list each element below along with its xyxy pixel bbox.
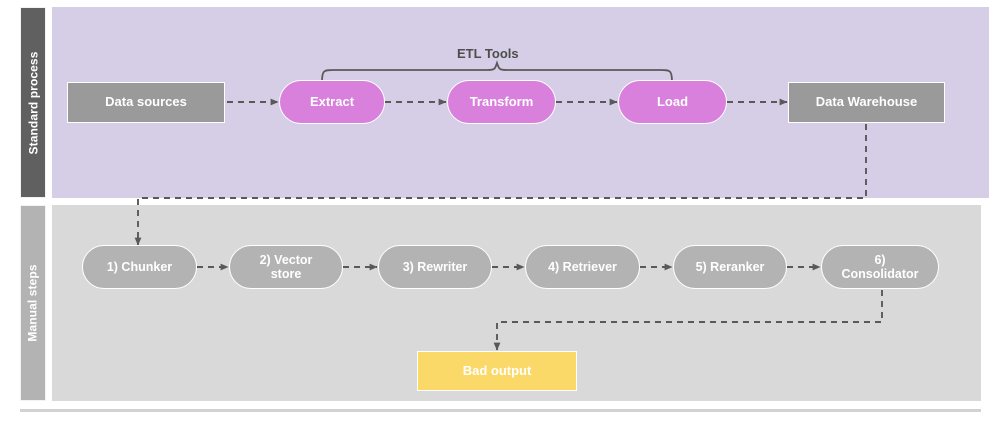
node-data-warehouse[interactable]: Data Warehouse — [788, 82, 945, 123]
node-data-sources-label: Data sources — [105, 94, 187, 110]
node-extract-label: Extract — [309, 93, 355, 109]
node-retriever[interactable]: 4) Retriever — [525, 245, 640, 289]
node-data-warehouse-label: Data Warehouse — [815, 94, 918, 110]
node-rewriter-label: 3) Rewriter — [402, 259, 468, 274]
node-extract[interactable]: Extract — [279, 80, 385, 124]
node-data-sources[interactable]: Data sources — [67, 82, 225, 123]
lane-manual-steps-label: Manual steps — [20, 205, 46, 401]
node-consolidator-label: 6)Consolidator — [841, 252, 919, 281]
node-bad-output-label: Bad output — [462, 362, 532, 378]
node-rewriter[interactable]: 3) Rewriter — [378, 245, 492, 289]
lane-manual-steps-label-text: Manual steps — [26, 264, 41, 342]
lane-standard-process-label-text: Standard process — [26, 51, 40, 154]
node-retriever-label: 4) Retriever — [548, 259, 617, 274]
node-transform-label: Transform — [469, 93, 534, 109]
bottom-divider — [20, 409, 981, 412]
etl-tools-label: ETL Tools — [457, 46, 519, 61]
node-transform[interactable]: Transform — [447, 80, 556, 124]
node-load-label: Load — [656, 93, 689, 109]
node-consolidator[interactable]: 6)Consolidator — [821, 245, 939, 289]
lane-standard-process-label: Standard process — [20, 7, 46, 198]
node-reranker-label: 5) Reranker — [695, 259, 765, 274]
node-load[interactable]: Load — [618, 80, 727, 124]
node-bad-output[interactable]: Bad output — [417, 351, 577, 391]
node-reranker[interactable]: 5) Reranker — [673, 245, 787, 289]
node-chunker[interactable]: 1) Chunker — [82, 245, 197, 289]
node-chunker-label: 1) Chunker — [106, 259, 173, 274]
